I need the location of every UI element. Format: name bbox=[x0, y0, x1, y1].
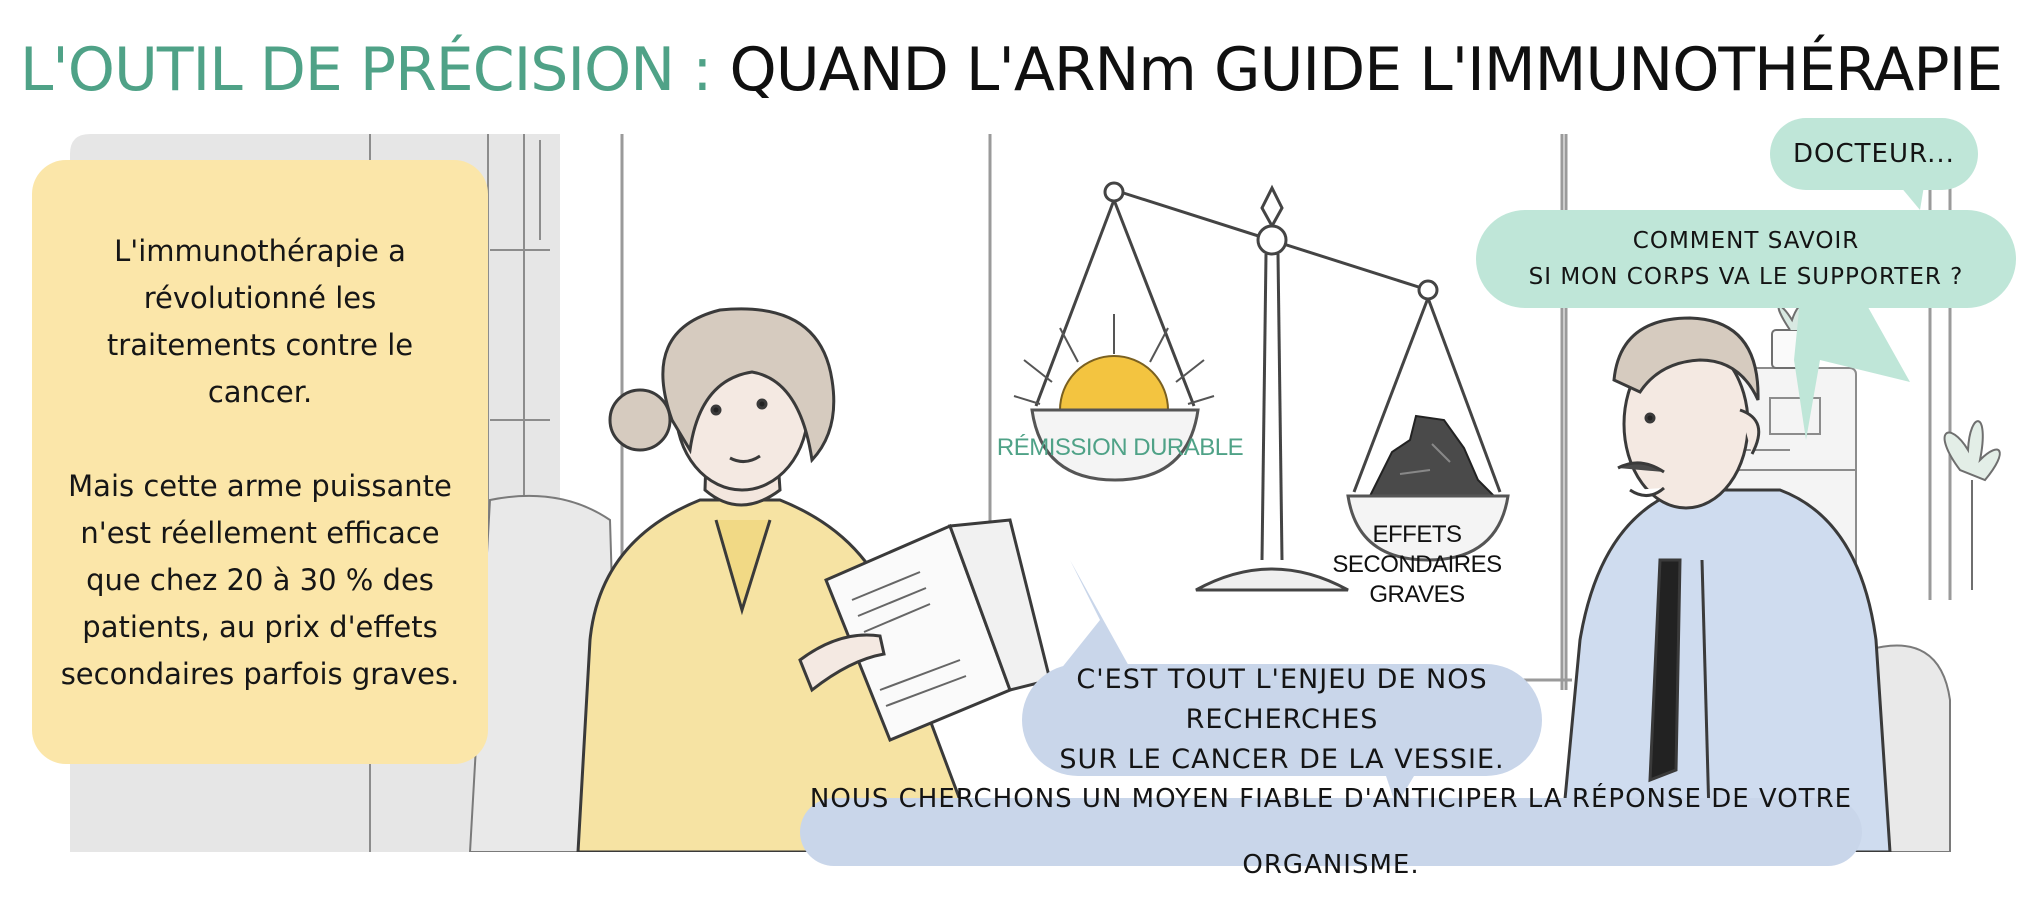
rock-pile-icon bbox=[1368, 414, 1497, 497]
open-book bbox=[798, 518, 1052, 742]
info-box: L'immunothérapie a révolutionné les trai… bbox=[32, 160, 488, 764]
scale-label-effets: Effets secondaires graves bbox=[1290, 520, 1544, 610]
title-main: QUAND L'ARNm GUIDE L'IMMUNOTHÉRAPIE bbox=[729, 35, 2004, 105]
page-title: L'OUTIL DE PRÉCISION : QUAND L'ARNm GUID… bbox=[0, 28, 2022, 112]
speech-bubble-enjeu: C'est tout l'enjeu de nos recherches sur… bbox=[1022, 664, 1542, 776]
anticiper-bubble-tail bbox=[1386, 776, 1414, 806]
bubble-text-line-1: C'est tout l'enjeu de nos recherches bbox=[1076, 664, 1488, 735]
info-paragraph-2: Mais cette arme puissante n'est réelleme… bbox=[60, 469, 460, 691]
label-line-1: Effets secondaires bbox=[1332, 521, 1502, 578]
speech-bubble-anticiper: Nous cherchons un moyen fiable d'anticip… bbox=[800, 784, 1862, 880]
info-paragraph-1: L'immunothérapie a révolutionné les trai… bbox=[106, 234, 414, 409]
label-line-2: graves bbox=[1369, 581, 1465, 608]
balance-scale-icon bbox=[1034, 181, 1502, 592]
bubble-text: Nous cherchons un moyen fiable d'anticip… bbox=[809, 784, 1853, 880]
speech-bubble-question: comment savoir si mon corps va le suppor… bbox=[1476, 210, 2016, 308]
bubble-text-line-1: comment savoir bbox=[1632, 228, 1860, 254]
bubble-text: Docteur... bbox=[1793, 139, 1955, 169]
docteur-bubble-tail bbox=[1900, 186, 1924, 210]
bubble-text-line-2: si mon corps va le supporter ? bbox=[1528, 264, 1964, 290]
bubble-text-line-2: sur le cancer de la vessie. bbox=[1059, 744, 1505, 775]
speech-bubble-docteur: Docteur... bbox=[1770, 118, 1978, 190]
enjeu-bubble-tail bbox=[1060, 560, 1130, 670]
patient bbox=[1558, 316, 1892, 852]
plant-right bbox=[1943, 420, 2001, 590]
right-pan bbox=[1346, 494, 1510, 562]
left-pan bbox=[1030, 408, 1200, 482]
sun-icon bbox=[1013, 314, 1215, 411]
question-bubble-tail bbox=[1794, 300, 1910, 440]
scale-label-remission: Rémission durable bbox=[996, 434, 1244, 461]
title-accent: L'OUTIL DE PRÉCISION : bbox=[19, 35, 713, 105]
